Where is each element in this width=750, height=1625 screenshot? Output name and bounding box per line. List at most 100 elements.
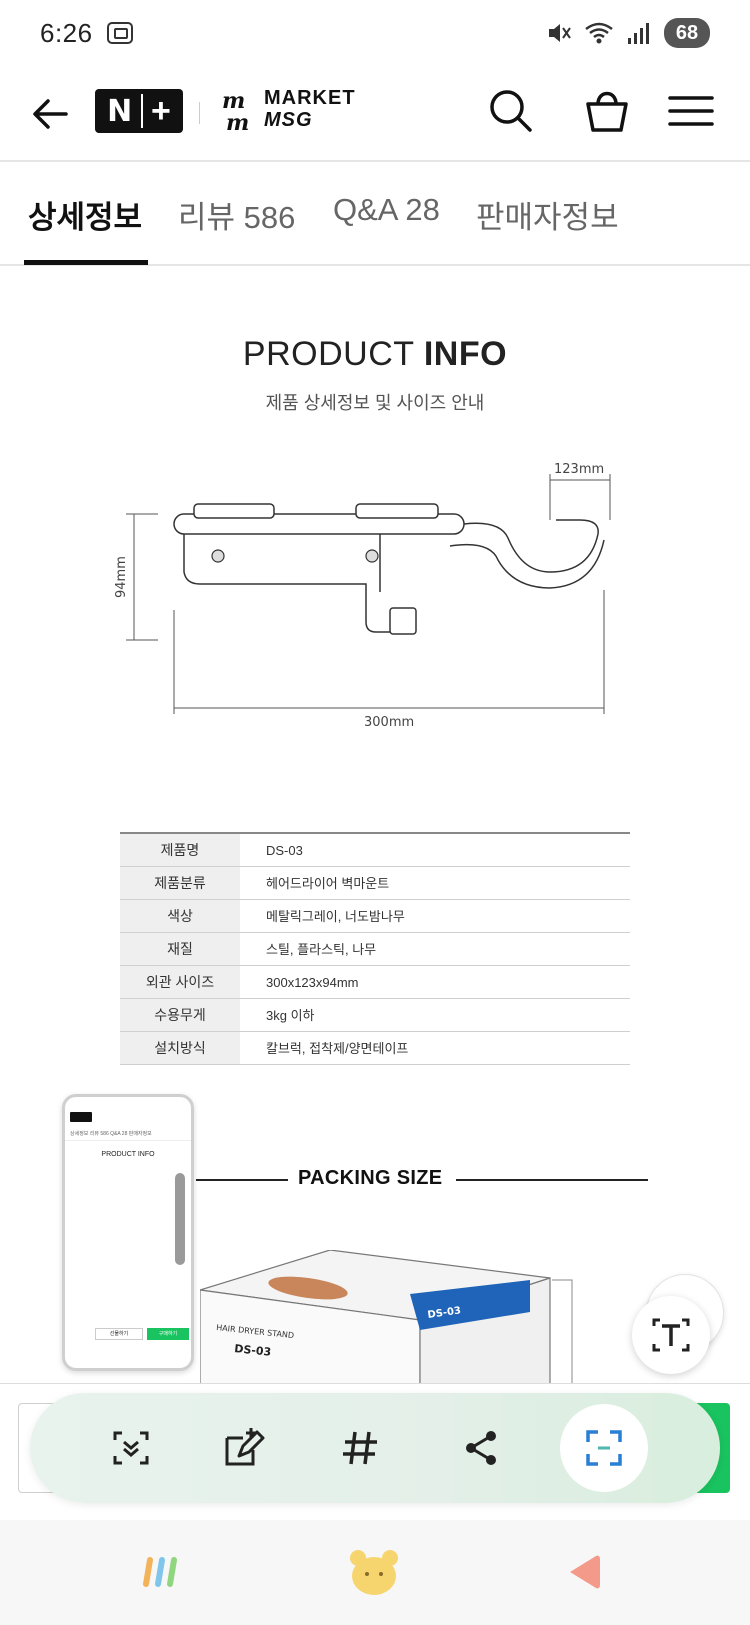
hashtag-button[interactable] (327, 1415, 393, 1481)
spec-value: 3kg 이하 (266, 1008, 315, 1023)
packing-divider-left (196, 1179, 288, 1181)
logo-divider (199, 102, 200, 124)
product-info-title: PRODUCT INFO (0, 335, 750, 374)
shopping-bag-icon[interactable] (580, 84, 634, 138)
tab-qna[interactable]: Q&A 28 (333, 192, 440, 227)
diagram-depth-label: 123mm (554, 462, 604, 477)
box-side-label: DS-03 (427, 1305, 462, 1321)
spec-value: 칼브럭, 접착제/양면테이프 (266, 1041, 409, 1056)
capture-icon (586, 1430, 622, 1466)
diagram-hook (389, 607, 417, 635)
diagram-width-dimension (173, 590, 605, 714)
store-name[interactable]: MARKET MSG (264, 87, 356, 131)
product-info-subtitle: 제품 상세정보 및 사이즈 안내 (265, 393, 485, 413)
spec-value: 메탈릭그레이, 너도밤나무 (266, 909, 405, 924)
diagram-holder-cap-left (193, 503, 275, 519)
spec-key: 제품명 (120, 834, 240, 866)
diagram-bracket-body (183, 534, 405, 633)
text-extract-icon (652, 1318, 690, 1352)
spec-key: 재질 (120, 933, 240, 965)
tab-seller-info[interactable]: 판매자정보 (476, 200, 619, 235)
diagram-depth-dimension (549, 474, 611, 520)
product-dimension-diagram: 123mm 94mm 300mm (114, 462, 611, 730)
box-front-face (200, 1289, 421, 1385)
screenshot-thumbnail[interactable]: 상세정보 리뷰 586 Q&A 28 판매자정보 PRODUCT INFO 선물… (62, 1094, 194, 1371)
store-name-line2: MSG (264, 109, 313, 131)
mute-icon (549, 24, 571, 42)
store-name-line1: MARKET (264, 87, 356, 109)
screenshot-notification-icon (106, 22, 133, 44)
status-bar: 6:26 68 (0, 0, 750, 66)
tab-detail[interactable]: 상세정보 (28, 200, 143, 235)
diagram-holder-cap-right (355, 503, 439, 519)
plus-logo-icon: + (150, 91, 171, 130)
logo-separator (140, 94, 143, 128)
battery-indicator: 68 (664, 18, 710, 48)
spec-value: 300x123x94mm (266, 975, 359, 990)
diagram-height-label: 94mm (114, 556, 129, 598)
diagram-width-label: 300mm (364, 715, 414, 730)
back-arrow-icon[interactable] (26, 90, 74, 138)
spec-key: 외관 사이즈 (120, 966, 240, 998)
table-row: 설치방식 칼브럭, 접착제/양면테이프 (120, 1032, 630, 1065)
thumb-title: PRODUCT INFO (101, 1151, 155, 1158)
spec-value: 헤어드라이어 벽마운트 (266, 876, 390, 891)
spec-key: 색상 (120, 900, 240, 932)
active-tab-indicator (24, 260, 148, 265)
svg-text:m: m (222, 88, 245, 114)
hamburger-menu-icon[interactable] (664, 84, 718, 138)
draw-icon (225, 1428, 265, 1466)
home-bear-icon[interactable] (344, 1542, 404, 1602)
thumb-logo (70, 1112, 92, 1122)
hashtag-icon (343, 1431, 377, 1465)
back-triangle-icon[interactable] (556, 1542, 616, 1602)
spec-key: 설치방식 (120, 1032, 240, 1064)
app-header: N + m m MARKET MSG (0, 66, 750, 162)
naver-plus-logo[interactable]: N + (95, 89, 183, 133)
diagram-height-dimension (126, 513, 158, 641)
diagram-holder-arm-inner (449, 539, 605, 589)
signal-icon (628, 23, 649, 44)
packing-size-title: PACKING SIZE (298, 1167, 443, 1189)
box-label-line2: DS-03 (234, 1342, 272, 1359)
diagram-holder-arm (463, 519, 599, 573)
smart-select-icon (113, 1431, 149, 1465)
detail-tabs: 상세정보 리뷰 586 Q&A 28 판매자정보 (0, 164, 750, 266)
diagram-screw-right (365, 549, 379, 563)
status-icons: 68 (546, 18, 710, 48)
box-dimension-line (552, 1279, 573, 1385)
naver-n-logo-icon: N (107, 93, 133, 129)
extract-text-button[interactable] (632, 1296, 710, 1374)
thumb-scroll-handle[interactable] (175, 1173, 185, 1265)
product-info-title-bold: INFO (423, 335, 508, 373)
search-icon[interactable] (484, 84, 538, 138)
table-row: 제품분류 헤어드라이어 벽마운트 (120, 867, 630, 900)
packing-box-image: HAIR DRYER STAND DS-03 DS-03 (200, 1250, 573, 1385)
wifi-icon (585, 22, 613, 44)
thumb-tabs: 상세정보 리뷰 586 Q&A 28 판매자정보 (65, 1127, 191, 1141)
market-msg-logo-icon[interactable]: m m (220, 86, 264, 136)
thumb-status-bar (65, 1097, 191, 1107)
system-nav-bar (0, 1520, 750, 1625)
capture-button[interactable] (560, 1404, 648, 1492)
box-blue-band (410, 1280, 530, 1330)
table-row: 외관 사이즈 300x123x94mm (120, 966, 630, 999)
draw-button[interactable] (210, 1415, 276, 1481)
share-button[interactable] (448, 1415, 514, 1481)
share-icon (466, 1431, 496, 1465)
svg-text:m: m (226, 110, 249, 136)
diagram-screw-left (211, 549, 225, 563)
thumb-header (65, 1107, 191, 1127)
table-row: 색상 메탈릭그레이, 너도밤나무 (120, 900, 630, 933)
smart-select-button[interactable] (98, 1415, 164, 1481)
thumb-gift-button: 선물하기 (95, 1328, 143, 1340)
status-time: 6:26 (40, 17, 93, 48)
spec-key: 제품분류 (120, 867, 240, 899)
recent-apps-icon[interactable] (134, 1542, 194, 1602)
tab-reviews[interactable]: 리뷰 586 (178, 200, 296, 235)
product-info-title-light: PRODUCT (242, 335, 424, 373)
